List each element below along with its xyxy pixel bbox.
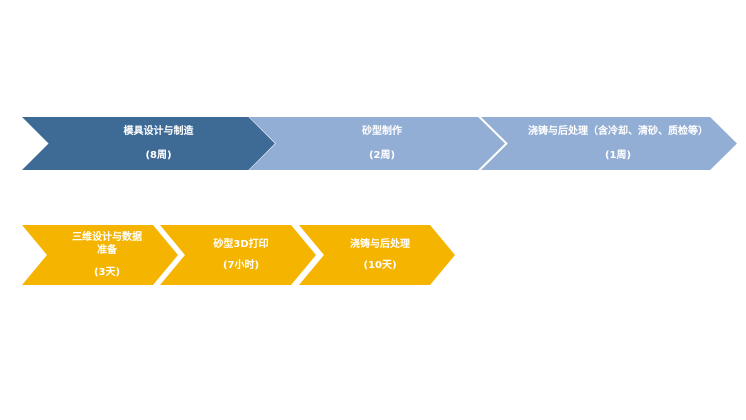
traditional-step-sand-mold: 砂型制作 (2周) xyxy=(249,117,505,170)
printing-step-sand-print: 砂型3D打印 (7小时) xyxy=(160,225,316,285)
step-title: 浇铸与后处理（含冷却、清砂、质检等） xyxy=(528,126,708,137)
traditional-step-mold-design: 模具设计与制造 (8周) xyxy=(22,117,275,170)
step-title: 砂型制作 xyxy=(362,126,402,137)
printing-step-3d-design: 三维设计与数据 准备 (3天) xyxy=(22,225,178,285)
step-duration: (7小时) xyxy=(222,260,260,271)
step-duration: (10天) xyxy=(363,260,397,271)
step-title: 砂型3D打印 xyxy=(213,238,269,250)
traditional-step-casting: 浇铸与后处理（含冷却、清砂、质检等） (1周) xyxy=(481,117,737,170)
step-title-line2: 准备 xyxy=(97,245,117,257)
printing-step-casting: 浇铸与后处理 (10天) xyxy=(299,225,455,285)
step-duration: (3天) xyxy=(93,266,121,278)
step-title-line1: 三维设计与数据 xyxy=(72,231,142,243)
step-title: 模具设计与制造 xyxy=(123,126,194,137)
step-duration: (8周) xyxy=(145,149,172,161)
step-duration: (1周) xyxy=(604,149,632,161)
step-duration: (2周) xyxy=(368,149,396,161)
step-title: 浇铸与后处理 xyxy=(350,238,410,250)
